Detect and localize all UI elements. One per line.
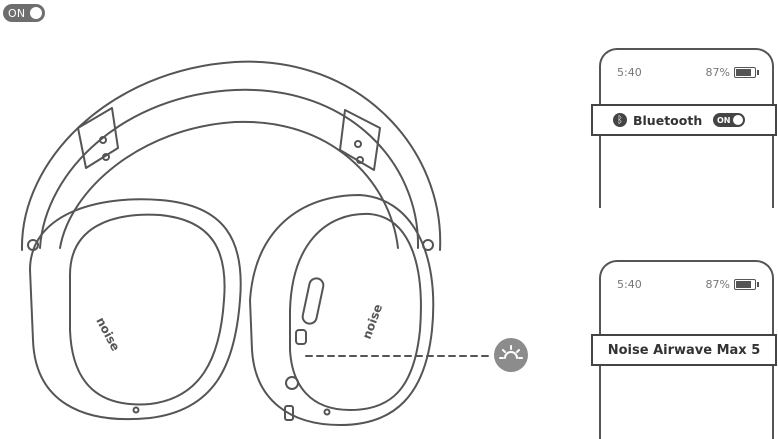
battery-icon-bottom (734, 279, 759, 290)
battery-percent: 87% (705, 66, 730, 79)
headband-inner (39, 88, 420, 249)
status-bar-bottom: 5:40 87% (617, 278, 759, 291)
volume-rocker (301, 277, 325, 325)
usb-port (284, 405, 294, 421)
led-indicator (494, 338, 528, 372)
battery-icon (734, 67, 759, 78)
left-slider-screw-2 (102, 153, 110, 161)
battery-percent-bottom: 87% (705, 278, 730, 291)
right-earcup-mic (323, 408, 331, 416)
left-earcup-mic (132, 406, 140, 414)
on-badge-label: ON (8, 6, 26, 20)
bluetooth-label: Bluetooth (633, 112, 703, 128)
device-list-item[interactable]: Noise Airwave Max 5 (591, 334, 777, 366)
on-badge-knob (30, 7, 42, 19)
left-slider (77, 107, 119, 169)
right-earcup-outer (249, 194, 435, 426)
on-badge: ON (3, 4, 45, 22)
power-button (285, 376, 299, 390)
right-slider (339, 109, 381, 171)
device-name: Noise Airwave Max 5 (607, 342, 761, 358)
anc-button (295, 329, 307, 345)
bluetooth-switch-label: ON (717, 115, 731, 125)
left-earcup-outer (29, 198, 242, 421)
bluetooth-switch[interactable]: ON (713, 113, 745, 127)
status-bar: 5:40 87% (617, 66, 759, 79)
status-time: 5:40 (617, 66, 642, 79)
bluetooth-row[interactable]: ᛒ Bluetooth ON (591, 104, 777, 136)
led-sun-icon (499, 345, 523, 359)
status-battery-bottom: 87% (705, 278, 759, 291)
right-earcup-inner (289, 212, 422, 411)
bluetooth-switch-knob (733, 115, 743, 125)
status-time-bottom: 5:40 (617, 278, 642, 291)
headband-cushion (59, 120, 399, 249)
right-slider-screw-1 (354, 140, 362, 148)
right-brand-mark: noise (360, 302, 386, 341)
left-earcup-inner (69, 213, 226, 406)
bluetooth-icon: ᛒ (613, 113, 627, 127)
status-battery: 87% (705, 66, 759, 79)
left-slider-screw-1 (99, 136, 107, 144)
right-slider-screw-2 (356, 156, 364, 164)
headband-outer (20, 60, 442, 251)
left-brand-mark: noise (93, 315, 122, 354)
